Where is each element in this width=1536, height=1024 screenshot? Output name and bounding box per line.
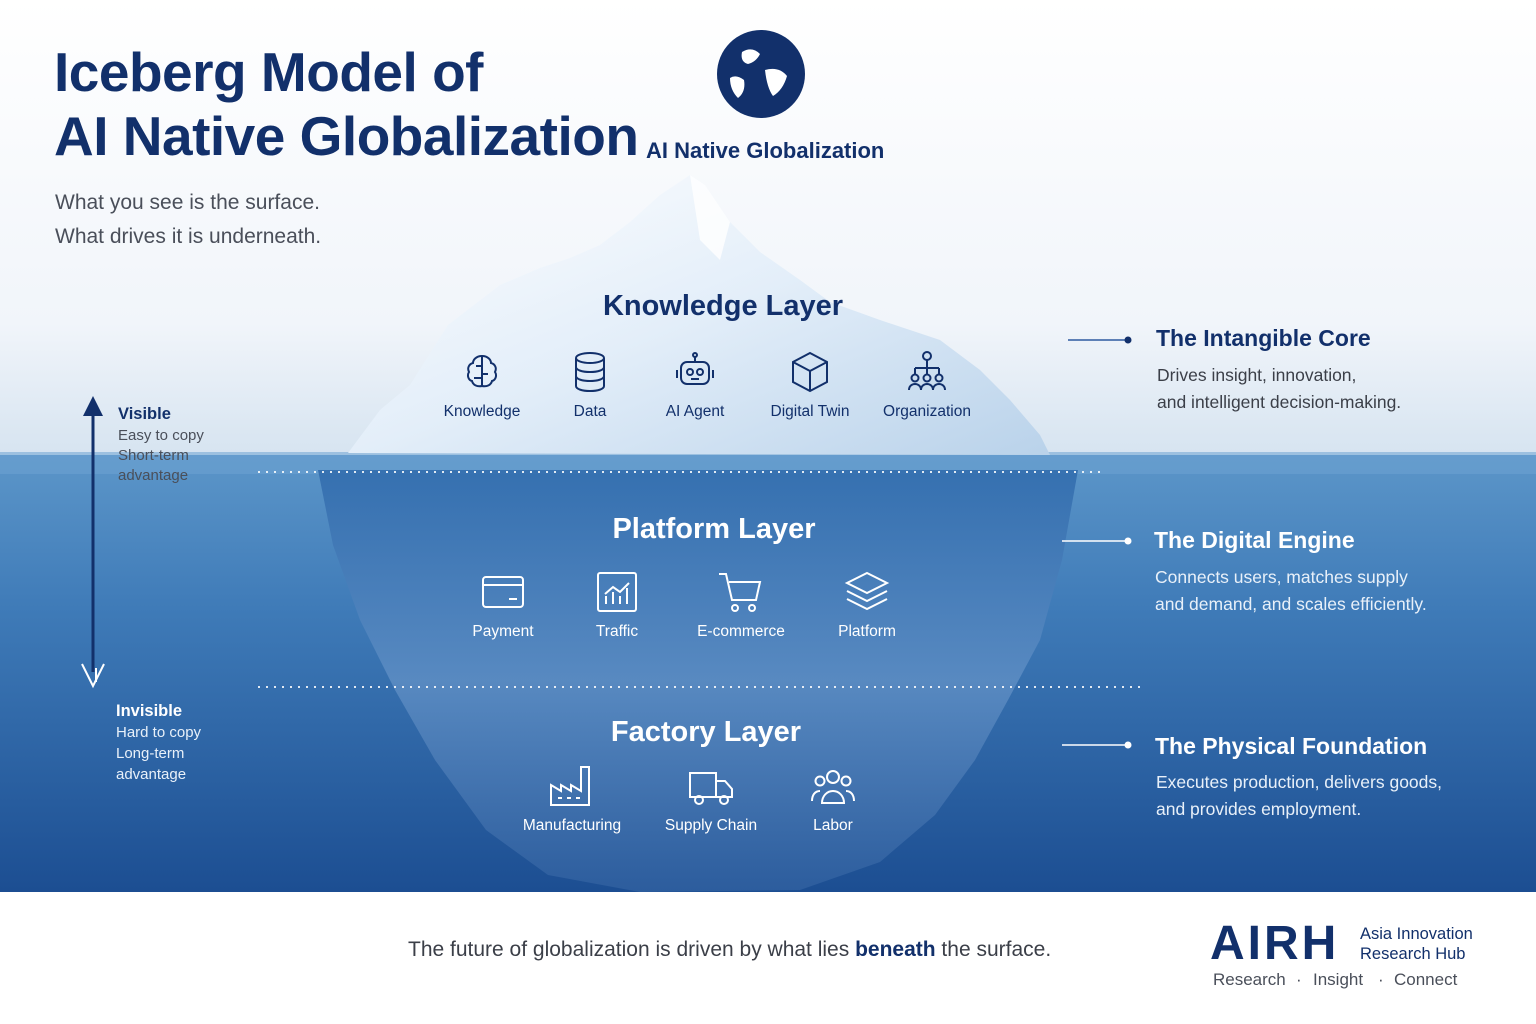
factory-icon (548, 763, 596, 811)
brand-tag-research: Research (1213, 970, 1286, 989)
visible-line-1: Easy to copy (118, 427, 204, 444)
globe-label: AI Native Globalization (646, 138, 885, 163)
traffic-item-label: Traffic (595, 623, 639, 640)
title-line-2: AI Native Globalization (54, 105, 639, 167)
invisible-line-2: Long-term (116, 745, 185, 762)
platform-item-label: Platform (838, 623, 896, 640)
ecommerce-item-label: E-commerce (697, 623, 785, 640)
brand-tag-separator-2: · (1378, 970, 1384, 989)
title-line-1: Iceberg Model of (54, 41, 484, 103)
physical-foundation-title: The Physical Foundation (1155, 733, 1428, 759)
physical-foundation-desc-2: and provides employment. (1156, 799, 1362, 819)
manufacturing-item-label: Manufacturing (522, 817, 622, 834)
payment-item-label: Payment (472, 623, 534, 640)
brand-logo: AIRH (1210, 917, 1340, 970)
subtitle-line-1: What you see is the surface. (55, 191, 320, 214)
data-item-label: Data (573, 403, 607, 420)
globe-icon (717, 30, 805, 118)
footer-tagline: The future of globalization is driven by… (408, 938, 1051, 962)
brand-name-line-1: Asia Innovation (1360, 925, 1473, 943)
digital-engine-desc-1: Connects users, matches supply (1155, 567, 1408, 587)
ai-agent-item-label: AI Agent (665, 403, 725, 420)
supply-chain-item-label: Supply Chain (664, 817, 758, 834)
invisible-line-3: advantage (116, 766, 187, 783)
layers-icon (843, 568, 891, 616)
people-icon (809, 763, 857, 811)
cube-icon (786, 348, 834, 396)
robot-icon (671, 348, 719, 396)
bar-chart-icon (593, 568, 641, 616)
page-title: Iceberg Model of AI Native Globalization (54, 40, 639, 168)
footer-text-after: the surface. (935, 938, 1052, 961)
physical-foundation-desc-1: Executes production, delivers goods, (1156, 772, 1442, 792)
visible-line-3: advantage (118, 467, 189, 484)
invisible-heading: Invisible (116, 702, 183, 720)
brand-name-line-2: Research Hub (1360, 945, 1466, 963)
truck-icon (687, 763, 735, 811)
knowledge-layer-title: Knowledge Layer (602, 290, 844, 322)
digital-engine-desc-2: and demand, and scales efficiently. (1155, 594, 1427, 614)
brand-tag-separator-1: · (1296, 970, 1302, 989)
intangible-core-desc-1: Drives insight, innovation, (1157, 365, 1357, 385)
visible-heading: Visible (118, 405, 171, 423)
credit-card-icon (479, 568, 527, 616)
intangible-core-title: The Intangible Core (1156, 325, 1371, 351)
labor-item-label: Labor (813, 817, 853, 834)
knowledge-item-label: Knowledge (443, 403, 521, 420)
brand-tag-connect: Connect (1394, 970, 1458, 989)
footer-text-before: The future of globalization is driven by… (408, 938, 856, 961)
intangible-core-desc-2: and intelligent decision-making. (1157, 392, 1402, 412)
shopping-cart-icon (716, 568, 764, 616)
platform-layer-title: Platform Layer (612, 513, 816, 545)
organization-item-label: Organization (883, 403, 971, 420)
invisible-line-1: Hard to copy (116, 724, 202, 741)
brain-icon (458, 348, 506, 396)
footer-text-emphasis: beneath (855, 938, 936, 961)
database-icon (566, 348, 614, 396)
visible-line-2: Short-term (118, 447, 189, 464)
factory-layer-title: Factory Layer (610, 716, 802, 748)
digital-twin-item-label: Digital Twin (770, 403, 850, 420)
subtitle-line-2: What drives it is underneath. (55, 225, 322, 248)
org-chart-icon (903, 348, 951, 396)
iceberg-scene (0, 0, 1536, 892)
brand-tag-insight: Insight (1313, 970, 1364, 989)
digital-engine-title: The Digital Engine (1154, 527, 1355, 553)
visibility-arrow (81, 396, 105, 689)
